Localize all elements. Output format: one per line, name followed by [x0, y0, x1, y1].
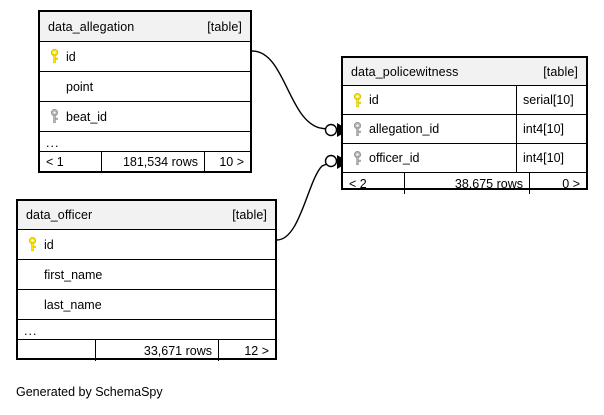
foreign-key-icon — [349, 150, 365, 166]
table-type-tag: [table] — [543, 64, 578, 79]
column-name-cell: id — [18, 230, 275, 259]
column-label: id — [369, 93, 379, 107]
column-row-beat-id[interactable]: beat_id — [40, 102, 250, 132]
table-type-tag: [table] — [232, 208, 267, 222]
primary-key-icon — [349, 92, 365, 108]
column-row-point[interactable]: point — [40, 72, 250, 102]
column-label: officer_id — [369, 151, 420, 165]
column-label: beat_id — [66, 109, 108, 124]
column-label: id — [66, 49, 76, 64]
column-row-id[interactable]: id — [18, 230, 275, 260]
edge-endpoint-circle-officer — [324, 154, 338, 168]
column-name-cell: allegation_id — [343, 115, 516, 143]
table-type-tag: [table] — [207, 19, 242, 34]
column-label: id — [44, 237, 54, 252]
column-row-officer-id[interactable]: officer_id int4[10] — [343, 144, 586, 173]
footer-prev-link[interactable]: < 2 — [343, 173, 405, 194]
column-label: point — [66, 79, 94, 94]
primary-key-icon — [46, 49, 62, 64]
generated-by-footnote: Generated by SchemaSpy — [16, 385, 163, 399]
table-header-data-policewitness: data_policewitness [table] — [343, 58, 586, 86]
column-label: first_name — [44, 267, 103, 282]
table-header-data-officer: data_officer [table] — [18, 201, 275, 230]
footer-row-count: 38,675 rows — [405, 173, 530, 194]
column-name-cell: id — [343, 86, 516, 114]
primary-key-icon — [24, 237, 40, 252]
footer-row-count: 181,534 rows — [102, 152, 205, 171]
table-header-data-allegation: data_allegation [table] — [40, 12, 250, 42]
foreign-key-icon — [46, 109, 62, 124]
edge-allegation-to-policewitness — [251, 50, 333, 131]
table-data-allegation[interactable]: data_allegation [table] id point — [38, 10, 252, 173]
foreign-key-icon — [349, 121, 365, 137]
column-type: int4[10] — [516, 115, 586, 143]
column-name-cell: id — [40, 42, 250, 71]
edge-officer-to-policewitness — [276, 161, 333, 241]
column-overflow-ellipsis: ... — [18, 320, 275, 340]
table-title: data_policewitness — [351, 64, 459, 79]
column-name-cell: beat_id — [40, 102, 250, 131]
table-title: data_allegation — [48, 19, 135, 34]
table-footer-data-allegation: < 1 181,534 rows 10 > — [40, 152, 250, 171]
column-row-allegation-id[interactable]: allegation_id int4[10] — [343, 115, 586, 144]
column-row-last-name[interactable]: last_name — [18, 290, 275, 320]
edge-endpoint-circle-allegation — [324, 123, 338, 137]
footer-prev-link[interactable]: < 1 — [40, 152, 102, 171]
column-name-cell: point — [40, 72, 250, 101]
footer-prev-link[interactable] — [18, 340, 96, 361]
column-name-cell: first_name — [18, 260, 275, 289]
table-footer-data-officer: 33,671 rows 12 > — [18, 340, 275, 361]
footer-next-link[interactable]: 0 > — [562, 176, 580, 191]
footer-next-link[interactable]: 10 > — [219, 154, 244, 169]
column-overflow-ellipsis: ... — [40, 132, 250, 152]
column-name-cell: officer_id — [343, 144, 516, 172]
column-row-id[interactable]: id — [40, 42, 250, 72]
column-row-id[interactable]: id serial[10] — [343, 86, 586, 115]
column-type: int4[10] — [516, 144, 586, 172]
table-data-officer[interactable]: data_officer [table] id first_name — [16, 199, 277, 361]
column-name-cell: last_name — [18, 290, 275, 319]
footer-row-count: 33,671 rows — [96, 340, 219, 361]
column-type: serial[10] — [516, 86, 586, 114]
table-title: data_officer — [26, 208, 93, 222]
footer-next-link[interactable]: 12 > — [244, 343, 269, 358]
column-label: last_name — [44, 297, 102, 312]
column-row-first-name[interactable]: first_name — [18, 260, 275, 290]
table-data-policewitness[interactable]: data_policewitness [table] id serial[10] — [341, 56, 588, 194]
table-footer-data-policewitness: < 2 38,675 rows 0 > — [343, 173, 586, 194]
column-label: allegation_id — [369, 122, 440, 136]
